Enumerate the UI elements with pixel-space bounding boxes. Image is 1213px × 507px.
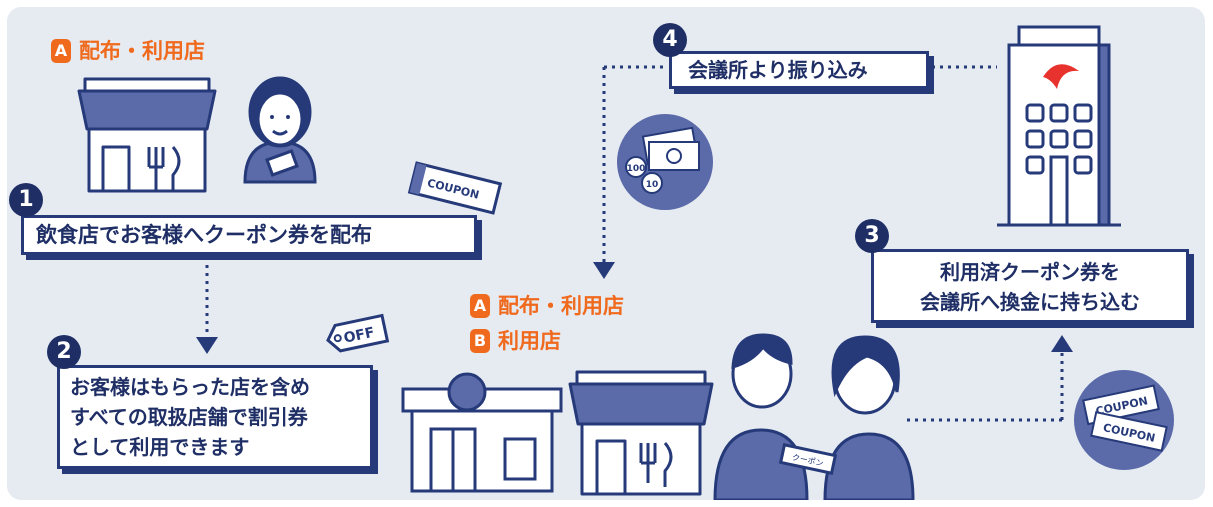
- step1-box: 飲食店でお客様へクーポン券を配布: [21, 215, 477, 255]
- diagram-panel: COUPON OFF 100 10: [7, 7, 1205, 500]
- step3-line-1: 利用済クーポン券を: [940, 260, 1120, 284]
- step2-line-2: すべての取扱店舗で割引券: [70, 405, 308, 429]
- chamber-building-icon: [997, 25, 1121, 227]
- step3-line-2: 会議所へ換金に持ち込む: [920, 290, 1140, 314]
- off-tag-icon: OFF: [326, 313, 390, 353]
- badge-a-icon: A: [51, 39, 71, 63]
- customer-handover-icon: [713, 333, 915, 500]
- badge-b-icon: B: [470, 329, 490, 353]
- step1-text: 飲食店でお客様へクーポン券を配布: [36, 223, 372, 247]
- coupon-stack-icon: COUPON COUPON: [1074, 370, 1174, 470]
- step3-box: 利用済クーポン券を 会議所へ換金に持ち込む: [871, 249, 1189, 323]
- arrow-heads: [196, 262, 1073, 354]
- staff-woman-icon: [243, 76, 317, 184]
- svg-text:10: 10: [646, 180, 659, 190]
- step2-line-3: として利用できます: [70, 435, 250, 459]
- step4-text: 会議所より振り込み: [688, 58, 868, 82]
- step4-number: 4: [653, 23, 687, 57]
- convenience-store-icon: [401, 372, 563, 493]
- restaurant-storefront-icon-2: [568, 370, 714, 496]
- money-icon: 100 10: [617, 114, 713, 210]
- svg-text:100: 100: [627, 164, 646, 174]
- step3-number: 3: [855, 219, 889, 253]
- step2-line-1: お客様はもらった店を含め: [70, 375, 310, 399]
- step4-box: 会議所より振り込み: [669, 51, 929, 89]
- step2-box: お客様はもらった店を含め すべての取扱店舗で割引券 として利用できます: [57, 365, 373, 469]
- diagram-artwork: COUPON OFF 100 10: [77, 25, 1174, 500]
- restaurant-storefront-icon: [77, 77, 217, 193]
- step2-number: 2: [47, 335, 81, 369]
- svg-text:OFF: OFF: [342, 325, 376, 347]
- connector-arrows: [205, 65, 1064, 422]
- badge-a-icon-2: A: [470, 294, 490, 318]
- step1-number: 1: [9, 183, 43, 217]
- coupon-icon: COUPON: [407, 161, 503, 215]
